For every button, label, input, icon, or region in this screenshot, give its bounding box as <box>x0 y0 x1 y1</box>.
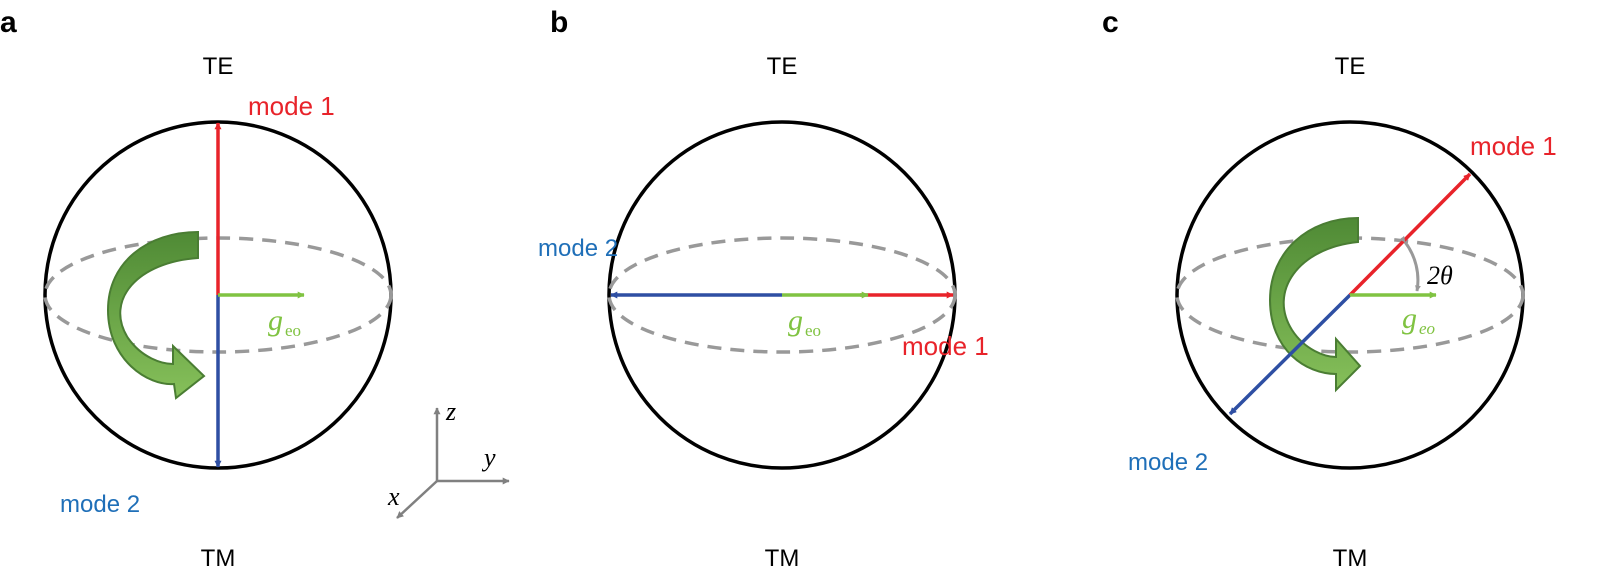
x-axis-label: x <box>387 482 400 511</box>
mode2-label: mode 2 <box>538 235 618 262</box>
mode1-vector <box>1348 172 1472 297</box>
g-symbol: g <box>788 304 803 337</box>
g-subscript: eo <box>805 321 821 340</box>
panel-b: b TE TM mode 2 mode 1 g eo <box>538 6 989 572</box>
te-label: TE <box>1335 53 1366 80</box>
g-symbol: g <box>1402 302 1417 335</box>
panel-a: a TE TM mode 1 mode 2 g eo z y x <box>0 6 510 572</box>
z-axis-label: z <box>445 397 456 426</box>
rotation-arrow-icon <box>1268 216 1362 393</box>
rotation-arrow-icon <box>106 230 206 400</box>
panel-letter: b <box>550 6 568 39</box>
mode2-label: mode 2 <box>1128 449 1208 476</box>
y-axis-label: y <box>481 443 496 472</box>
angle-arc <box>1399 235 1421 292</box>
panel-letter: c <box>1102 6 1119 39</box>
g-eo-label: g eo <box>1402 302 1435 338</box>
g-eo-label: g eo <box>268 304 301 340</box>
tm-label: TM <box>765 545 800 572</box>
g-symbol: g <box>268 304 283 337</box>
x-axis <box>396 480 438 519</box>
equator-ellipse <box>607 236 957 354</box>
angle-label: 2θ <box>1427 261 1453 290</box>
tm-label: TM <box>201 545 236 572</box>
te-label: TE <box>203 53 234 80</box>
coordinate-axes: z y x <box>387 397 510 519</box>
mode1-label: mode 1 <box>1470 131 1557 161</box>
mode2-label: mode 2 <box>60 491 140 518</box>
mode1-label: mode 1 <box>248 91 335 121</box>
panel-letter: a <box>0 6 17 39</box>
mode2-vector <box>1228 293 1352 416</box>
tm-label: TM <box>1333 545 1368 572</box>
g-subscript: eo <box>1419 319 1435 338</box>
te-label: TE <box>767 53 798 80</box>
g-subscript: eo <box>285 321 301 340</box>
g-eo-label: g eo <box>788 304 821 340</box>
mode1-label: mode 1 <box>902 331 989 361</box>
panel-c: c TE TM 2θ mode 1 mode 2 g eo <box>1102 6 1557 572</box>
